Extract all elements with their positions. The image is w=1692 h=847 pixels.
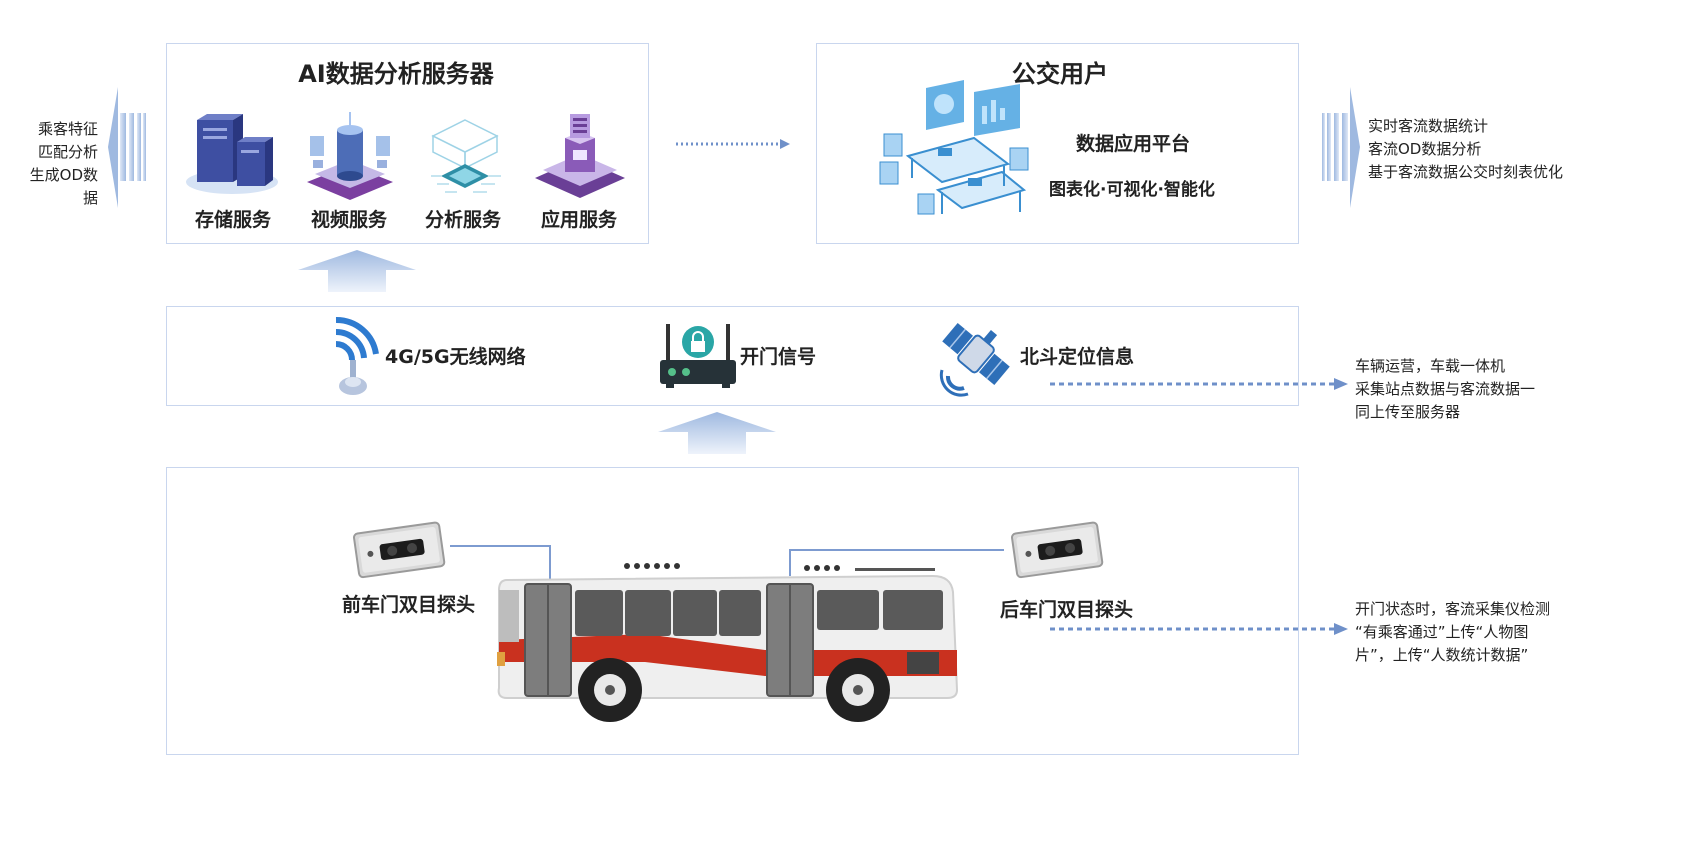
user-panel-title: 公交用户 — [1012, 60, 1108, 88]
upload-note-line: 车辆运营，车载一体机 — [1355, 357, 1506, 375]
upload-note-line: 采集站点数据与客流数据一 — [1355, 380, 1536, 398]
front-camera-label: 前车门双目探头 — [342, 594, 476, 616]
upload-note-line: 同上传至服务器 — [1355, 403, 1461, 421]
server-panel-title: AI数据分析服务器 — [298, 60, 494, 88]
left-note-line: 乘客特征 — [37, 120, 98, 138]
service-label-storage: 存储服务 — [194, 209, 271, 231]
upload-note: 车辆运营，车载一体机 采集站点数据与客流数据一 同上传至服务器 — [1355, 355, 1575, 424]
left-note-line: 匹配分析 — [37, 143, 98, 161]
dotted-arrow-server-to-user — [676, 139, 790, 149]
platform-features: 图表化·可视化·智能化 — [1049, 180, 1215, 200]
rear-camera-connector — [789, 549, 1004, 576]
satellite-icon — [939, 322, 1010, 397]
analysis-chip-icon — [431, 119, 501, 193]
front-camera-connector — [450, 545, 551, 580]
left-note-line: 生成OD数据 — [29, 166, 98, 207]
storage-server-icon — [186, 114, 278, 194]
network-label-wireless: 4G/5G无线网络 — [385, 346, 526, 368]
right-arrow-icon — [1322, 87, 1360, 208]
network-label-door-signal: 开门信号 — [740, 346, 817, 368]
network-label-beidou: 北斗定位信息 — [1020, 346, 1135, 368]
right-note: 实时客流数据统计 客流OD数据分析 基于客流数据公交时刻表优化 — [1368, 115, 1688, 184]
bus-icon — [497, 563, 959, 722]
up-arrow-icon — [298, 250, 416, 292]
dotted-arrow-upload — [1050, 378, 1348, 390]
wireless-antenna-icon — [335, 316, 379, 395]
door-note-line: 片”，上传“人数统计数据” — [1355, 646, 1529, 664]
service-label-application: 应用服务 — [540, 209, 617, 231]
video-server-icon — [307, 112, 393, 200]
right-note-line: 基于客流数据公交时刻表优化 — [1368, 163, 1564, 181]
left-note: 乘客特征 匹配分析 生成OD数据 — [18, 118, 98, 210]
service-label-video: 视频服务 — [310, 209, 387, 231]
data-platform-illustration-icon — [879, 80, 1029, 215]
right-note-line: 实时客流数据统计 — [1368, 117, 1489, 135]
front-camera-icon — [353, 521, 446, 579]
door-note-line: 开门状态时，客流采集仪检测 — [1355, 600, 1551, 618]
up-arrow-icon — [658, 412, 776, 454]
platform-name: 数据应用平台 — [1076, 133, 1191, 155]
rear-camera-icon — [1011, 521, 1104, 579]
dotted-arrow-door — [1050, 623, 1348, 635]
left-arrow-icon — [108, 87, 146, 208]
right-note-line: 客流OD数据分析 — [1368, 140, 1482, 158]
router-lock-icon — [660, 324, 736, 388]
rear-camera-label: 后车门双目探头 — [1000, 599, 1134, 621]
application-server-icon — [535, 114, 625, 198]
door-note: 开门状态时，客流采集仪检测 “有乘客通过”上传“人物图 片”，上传“人数统计数据… — [1355, 598, 1575, 667]
door-note-line: “有乘客通过”上传“人物图 — [1355, 623, 1529, 641]
service-label-analysis: 分析服务 — [424, 209, 501, 231]
